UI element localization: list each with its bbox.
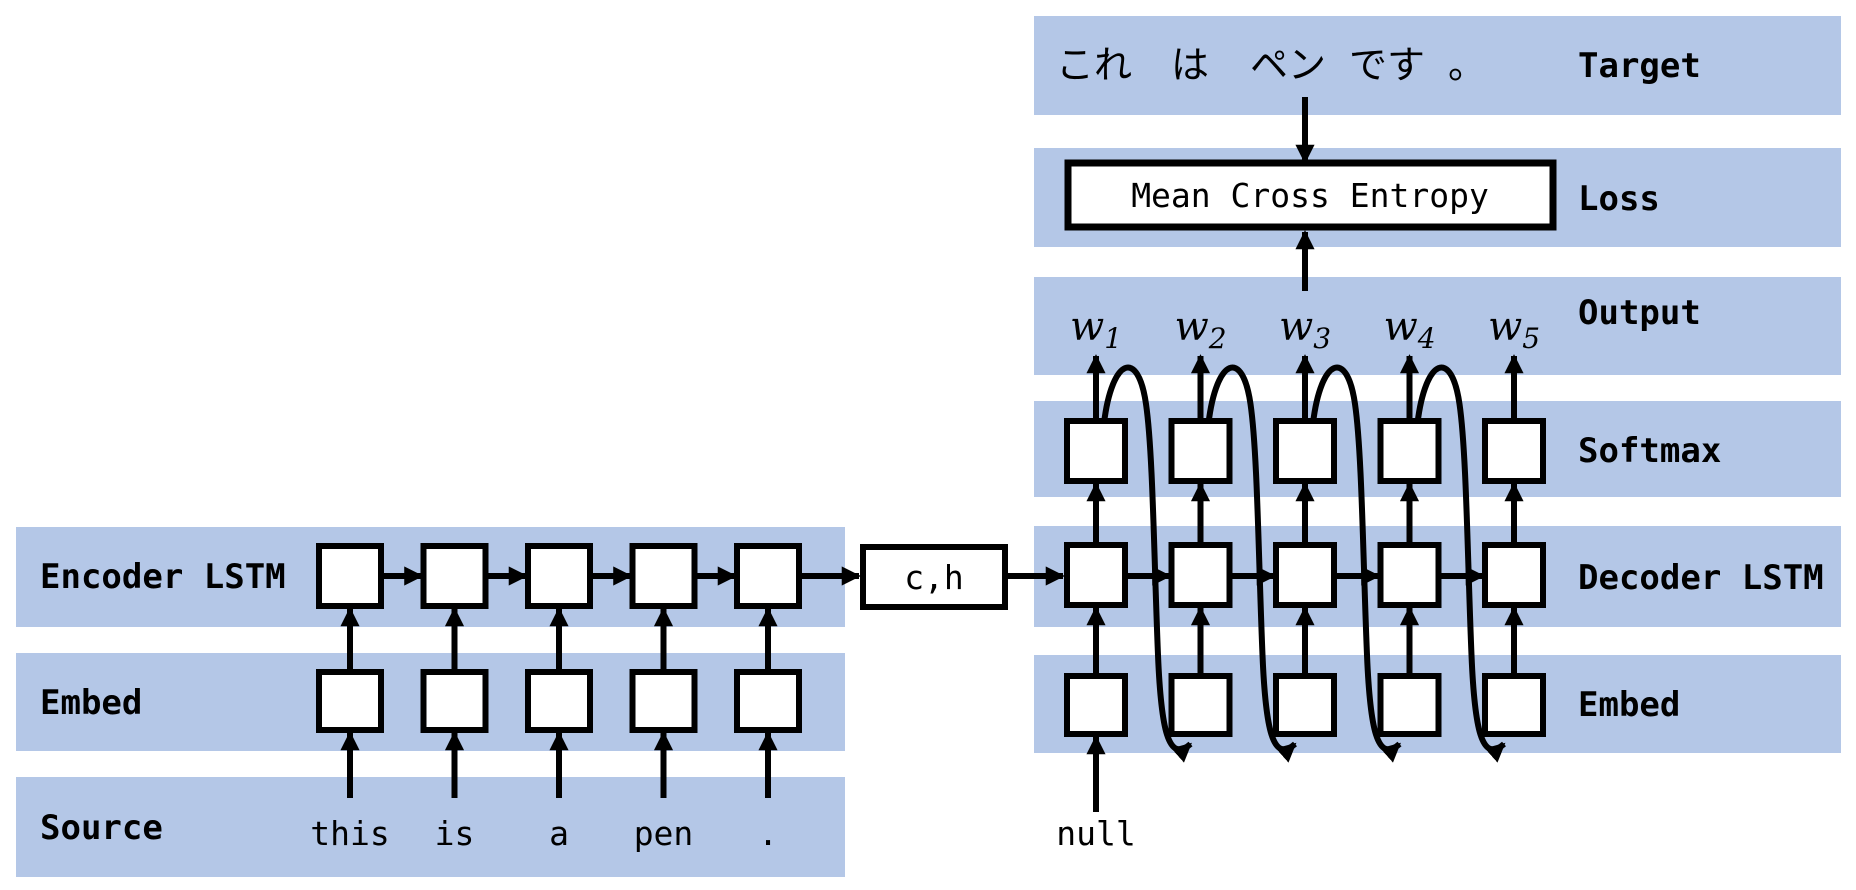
embed-left-label: Embed: [40, 683, 142, 723]
source-label: Source: [40, 808, 163, 848]
embed-left-cell-3: [525, 669, 593, 733]
embed-right-cell-4: [1377, 673, 1442, 737]
source-word-4: pen: [634, 814, 694, 853]
output-word-3: w3: [1279, 304, 1331, 355]
source-word-5: .: [758, 814, 778, 853]
target-band: [1034, 16, 1841, 115]
decoder-cell-1: [1064, 542, 1128, 608]
decoder-cell-4: [1377, 542, 1442, 608]
target-word-2: は: [1171, 43, 1209, 87]
w-subscript: 1: [1104, 322, 1122, 355]
encoder-cell-4: [629, 543, 698, 609]
w-base: w: [1383, 304, 1417, 350]
feedback-curve-1: [1101, 364, 1193, 763]
w-subscript: 3: [1313, 322, 1331, 355]
state-box-text: c,h: [904, 558, 964, 597]
softmax-cell-1: [1064, 418, 1128, 484]
softmax-cell-2: [1168, 418, 1233, 484]
encoder-cell-2: [420, 543, 489, 609]
feedback-curve-3: [1310, 364, 1402, 763]
output-label: Output: [1578, 293, 1701, 333]
embed-left-cell-2: [420, 669, 489, 733]
w-base: w: [1279, 304, 1313, 350]
output-word-5: w5: [1488, 304, 1540, 355]
decoder-cell-2: [1168, 542, 1233, 608]
encoder-cell-1: [316, 543, 384, 609]
encoder-label: Encoder LSTM: [40, 557, 286, 597]
softmax-label: Softmax: [1578, 431, 1721, 471]
encoder-cell-3: [525, 543, 593, 609]
output-word-4: w4: [1383, 304, 1435, 355]
w-subscript: 5: [1522, 322, 1540, 355]
target-label: Target: [1578, 46, 1701, 86]
loss-box-text: Mean Cross Entropy: [1131, 176, 1489, 215]
encoder-cell-5: [734, 543, 802, 609]
source-word-2: is: [435, 814, 475, 853]
embed-left-cell-5: [734, 669, 802, 733]
embed-right-cell-3: [1273, 673, 1337, 737]
decoder-label: Decoder LSTM: [1578, 558, 1824, 598]
target-word-4: です: [1349, 43, 1425, 87]
target-word-5: 。: [1448, 43, 1486, 87]
target-word-3: ペン: [1250, 43, 1326, 87]
embed-right-cell-5: [1482, 673, 1546, 737]
w-base: w: [1488, 304, 1522, 350]
softmax-cell-5: [1482, 418, 1546, 484]
softmax-cell-3: [1273, 418, 1337, 484]
embed-right-cell-2: [1168, 673, 1233, 737]
output-band: [1034, 277, 1841, 375]
feedback-curve-4: [1414, 364, 1506, 763]
target-word-1: これ: [1056, 43, 1132, 87]
source-word-3: a: [549, 814, 569, 853]
source-band: [16, 777, 845, 877]
w-base: w: [1174, 304, 1208, 350]
embed-right-cell-1: [1064, 673, 1128, 737]
loss-box: [1064, 159, 1557, 231]
embed-left-cell-1: [316, 669, 384, 733]
w-base: w: [1070, 304, 1104, 350]
w-subscript: 4: [1417, 322, 1436, 355]
feedback-curve-2: [1205, 364, 1297, 763]
decoder-cell-5: [1482, 542, 1546, 608]
softmax-cell-4: [1377, 418, 1442, 484]
decoder-cell-3: [1273, 542, 1337, 608]
output-word-2: w2: [1174, 304, 1226, 355]
embed-left-cell-4: [629, 669, 698, 733]
w-subscript: 2: [1208, 322, 1227, 355]
embed-right-label: Embed: [1578, 685, 1680, 725]
null-label: null: [1056, 814, 1135, 853]
loss-label: Loss: [1578, 179, 1660, 219]
output-word-1: w1: [1070, 304, 1122, 355]
source-word-1: this: [310, 814, 389, 853]
